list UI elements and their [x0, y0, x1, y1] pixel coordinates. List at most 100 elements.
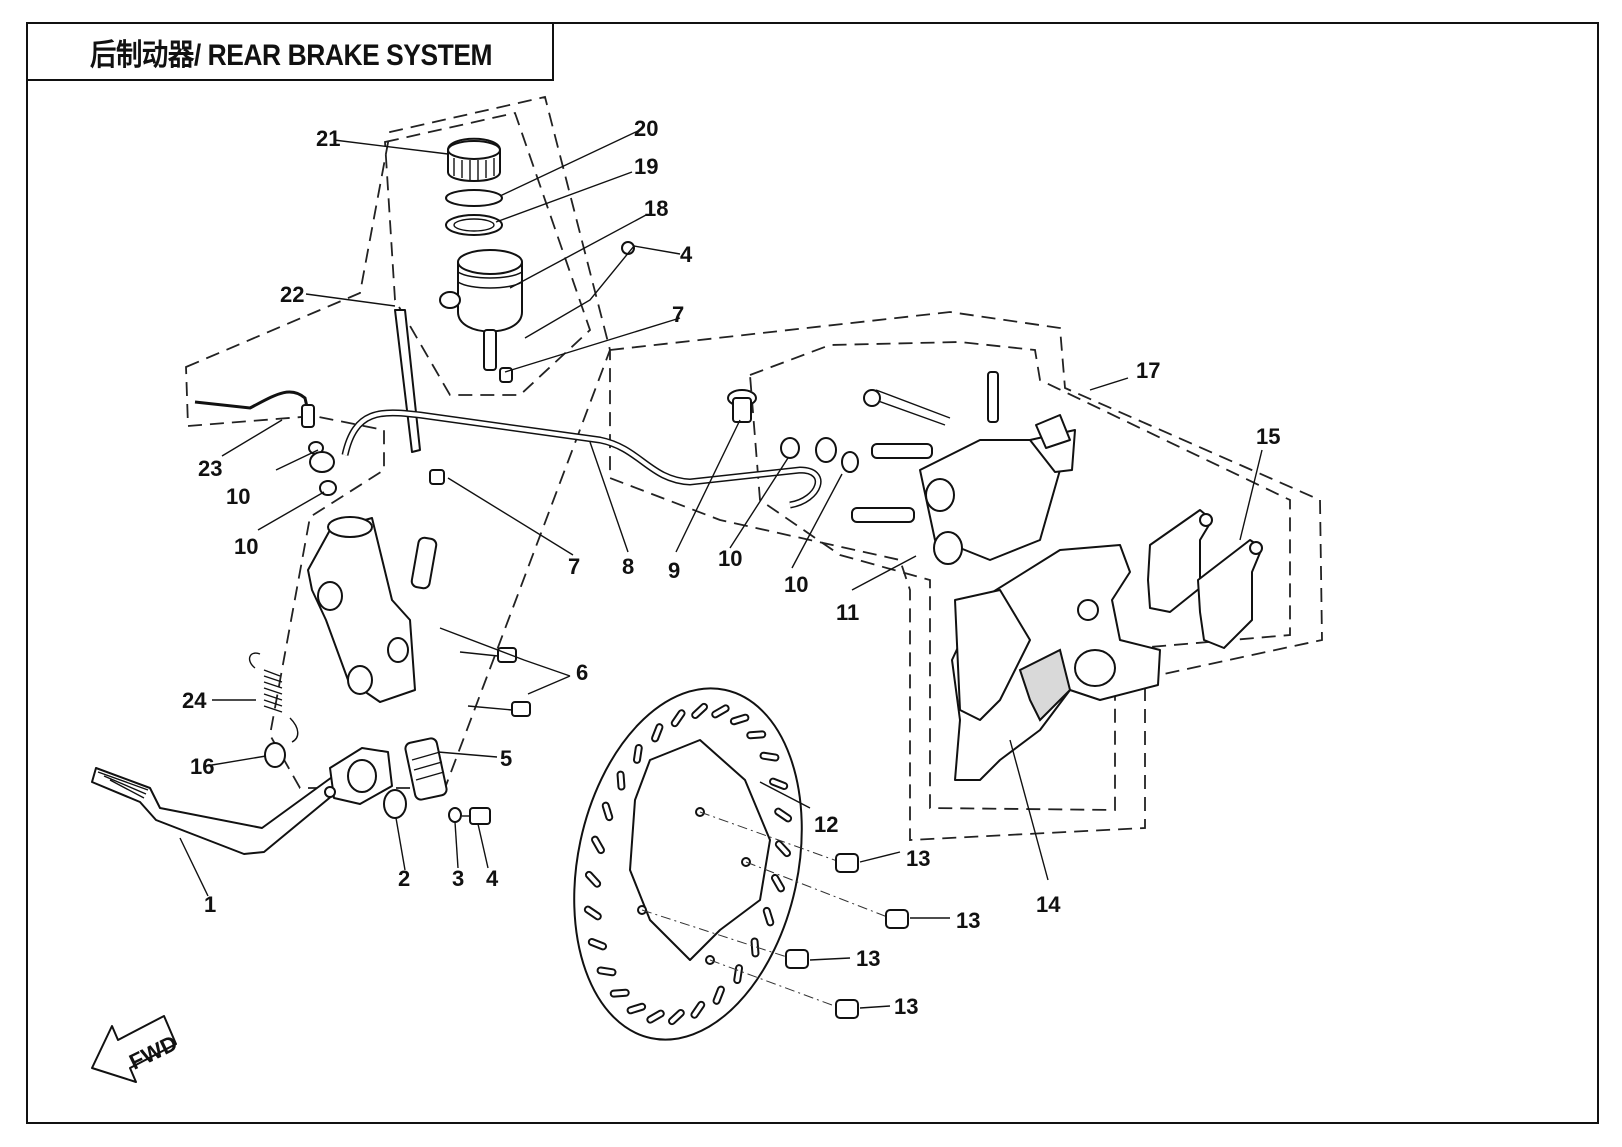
disc-slot — [712, 985, 725, 1005]
callout-1: 1 — [204, 892, 216, 917]
disc-slot — [668, 1008, 685, 1026]
disc-slot — [651, 723, 664, 743]
brake-disc — [573, 687, 803, 1041]
master-cylinder — [307, 516, 448, 801]
callout-15: 15 — [1256, 424, 1280, 449]
page-title: 后制动器/ REAR BRAKE SYSTEM — [90, 38, 493, 72]
callout-12: 12 — [814, 812, 838, 837]
bolt-6-lower — [467, 701, 531, 717]
callout-10-mid: 10 — [718, 546, 742, 571]
disc-bolt-13-b — [745, 861, 909, 929]
callout-10-cyl: 10 — [234, 534, 258, 559]
callout-16: 16 — [190, 754, 214, 779]
disc-slot — [601, 801, 614, 822]
brake-pedal — [91, 747, 393, 855]
banjo-bolt-9 — [727, 389, 757, 423]
forward-direction-arrow: FWD — [91, 1015, 181, 1083]
callout-9: 9 — [668, 558, 680, 583]
callout-13-c: 13 — [856, 946, 880, 971]
disc-slot — [729, 713, 750, 726]
brake-caliper — [851, 371, 1076, 565]
disc-slot — [762, 906, 775, 927]
brake-pads — [1147, 509, 1263, 649]
disc-slot — [646, 1009, 665, 1024]
callout-4-nut: 4 — [680, 242, 693, 267]
banjo-fitting — [815, 437, 837, 463]
master-cylinder-group-outline — [185, 95, 611, 789]
washer-2 — [383, 789, 407, 819]
leader-lines — [179, 129, 1263, 1009]
callout-8: 8 — [622, 554, 634, 579]
reservoir-hose — [394, 309, 421, 453]
title-box: 后制动器/ REAR BRAKE SYSTEM — [26, 22, 554, 81]
disc-slot — [583, 905, 602, 921]
callout-5: 5 — [500, 746, 512, 771]
disc-slot — [626, 1002, 647, 1015]
callout-13-b: 13 — [956, 908, 980, 933]
bolt-6-upper — [459, 647, 517, 663]
diaphragm-19 — [445, 214, 503, 236]
disc-slot — [746, 730, 767, 740]
disc-bolt-13-d — [709, 959, 859, 1019]
disc-slot — [632, 743, 643, 764]
callout-17: 17 — [1136, 358, 1160, 383]
disc-bolt-13-a — [699, 811, 859, 873]
callout-6: 6 — [576, 660, 588, 685]
caliper-bracket — [951, 544, 1161, 781]
callout-20: 20 — [634, 116, 658, 141]
washer-3 — [448, 807, 462, 823]
callout-19: 19 — [634, 154, 658, 179]
callout-2: 2 — [398, 866, 410, 891]
caliper-inner-outline — [749, 341, 1291, 811]
disc-slot — [774, 807, 793, 823]
disc-slot — [616, 770, 626, 791]
callout-21: 21 — [316, 126, 340, 151]
callout-10-right: 10 — [784, 572, 808, 597]
disc-slot — [591, 835, 606, 855]
disc-slot — [711, 704, 730, 719]
callout-3: 3 — [452, 866, 464, 891]
disc-slot — [768, 777, 789, 791]
washer-16 — [264, 742, 286, 768]
pushrod-23 — [194, 390, 312, 421]
disc-slot — [587, 937, 608, 951]
disc-slot — [733, 964, 744, 985]
disc-slot — [691, 702, 708, 720]
callout-7-lower: 7 — [568, 554, 580, 579]
disc-slot — [690, 1000, 706, 1019]
hose-clamp-7-lower — [429, 469, 445, 485]
disc-slot — [609, 988, 630, 998]
callout-13-d: 13 — [894, 994, 918, 1019]
callout-22: 22 — [280, 282, 304, 307]
return-spring — [248, 652, 299, 743]
callout-23: 23 — [198, 456, 222, 481]
washer-10-c — [780, 437, 800, 459]
disc-slot — [596, 966, 617, 977]
reservoir-18 — [439, 249, 523, 371]
disc-slot — [759, 751, 780, 762]
callout-11: 11 — [836, 600, 859, 625]
disc-slot — [670, 709, 686, 728]
hose-clamp-7-upper — [499, 367, 513, 383]
reservoir-group-outline — [384, 111, 592, 396]
washer-10-d — [841, 451, 859, 473]
diaphragm-plate-20 — [445, 189, 503, 207]
drawing-frame — [26, 22, 1599, 1124]
disc-slot — [774, 840, 792, 858]
banjo-bolt-ring — [309, 451, 335, 473]
callout-24: 24 — [182, 688, 207, 713]
washer-10-b — [319, 480, 337, 496]
reservoir-cap-21 — [447, 137, 501, 182]
caliper-assembly-outline — [609, 311, 1323, 841]
callout-4-bolt: 4 — [486, 866, 499, 891]
callout-14: 14 — [1036, 892, 1061, 917]
bolt-4-pedal — [462, 807, 491, 825]
callout-10-rod: 10 — [226, 484, 250, 509]
disc-bolt-13-c — [641, 909, 809, 969]
callout-18: 18 — [644, 196, 668, 221]
callout-13-a: 13 — [906, 846, 930, 871]
callout-7-upper: 7 — [672, 302, 684, 327]
disc-slot — [584, 870, 602, 888]
disc-slot — [770, 873, 785, 893]
